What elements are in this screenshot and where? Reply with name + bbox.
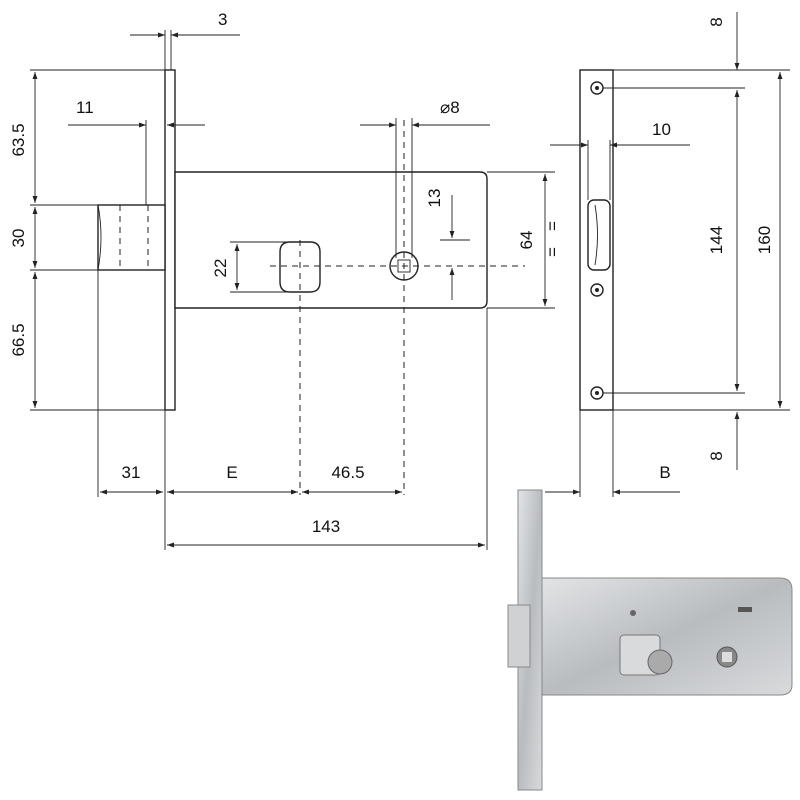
label-8-top: 8 (707, 17, 726, 26)
label-31: 31 (122, 463, 141, 482)
label-63-5: 63.5 (9, 123, 28, 156)
faceplate (164, 69, 176, 411)
label-64: 64 (517, 231, 536, 250)
label-8-bottom: 8 (707, 451, 726, 460)
label-46-5: 46.5 (331, 463, 364, 482)
label-160: 160 (755, 226, 774, 254)
latch-slot-curve (594, 204, 598, 266)
label-144: 144 (707, 226, 726, 254)
label-equal-top: = (543, 221, 562, 231)
label-143: 143 (312, 517, 340, 536)
ext (30, 30, 555, 550)
lock-photo (507, 489, 793, 791)
photo-slot (738, 607, 752, 612)
dimension-labels: 3 11 63.5 30 66.5 22 13 ⌀8 64 = = 10 8 1… (9, 10, 774, 536)
screw-hole-icon (590, 386, 604, 400)
label-66-5: 66.5 (9, 323, 28, 356)
photo-latch (507, 604, 531, 668)
label-30: 30 (9, 229, 28, 248)
label-b: B (659, 463, 670, 482)
extension-lines (30, 30, 555, 550)
label-e: E (226, 463, 237, 482)
label-square-8: ⌀8 (440, 98, 460, 117)
label-3: 3 (218, 10, 227, 29)
screw-hole-icon (590, 283, 604, 297)
latch-slot (587, 199, 611, 271)
latch-bolt (97, 204, 166, 271)
screw-hole-icon (590, 81, 604, 95)
label-10: 10 (652, 120, 671, 139)
front-view (545, 12, 790, 497)
latch-curve (97, 204, 102, 271)
label-13: 13 (425, 189, 444, 208)
label-equal-bottom: = (543, 247, 562, 257)
ext-front (579, 69, 790, 497)
label-11: 11 (76, 98, 94, 117)
photo-body (541, 577, 793, 696)
photo-spindle-square (722, 652, 732, 662)
spindle-square (397, 259, 411, 273)
dimension-lines (32, 32, 548, 548)
side-view (97, 69, 525, 495)
label-22: 22 (211, 259, 230, 278)
photo-rivet (630, 610, 636, 616)
photo-cylinder-cam (647, 649, 673, 675)
